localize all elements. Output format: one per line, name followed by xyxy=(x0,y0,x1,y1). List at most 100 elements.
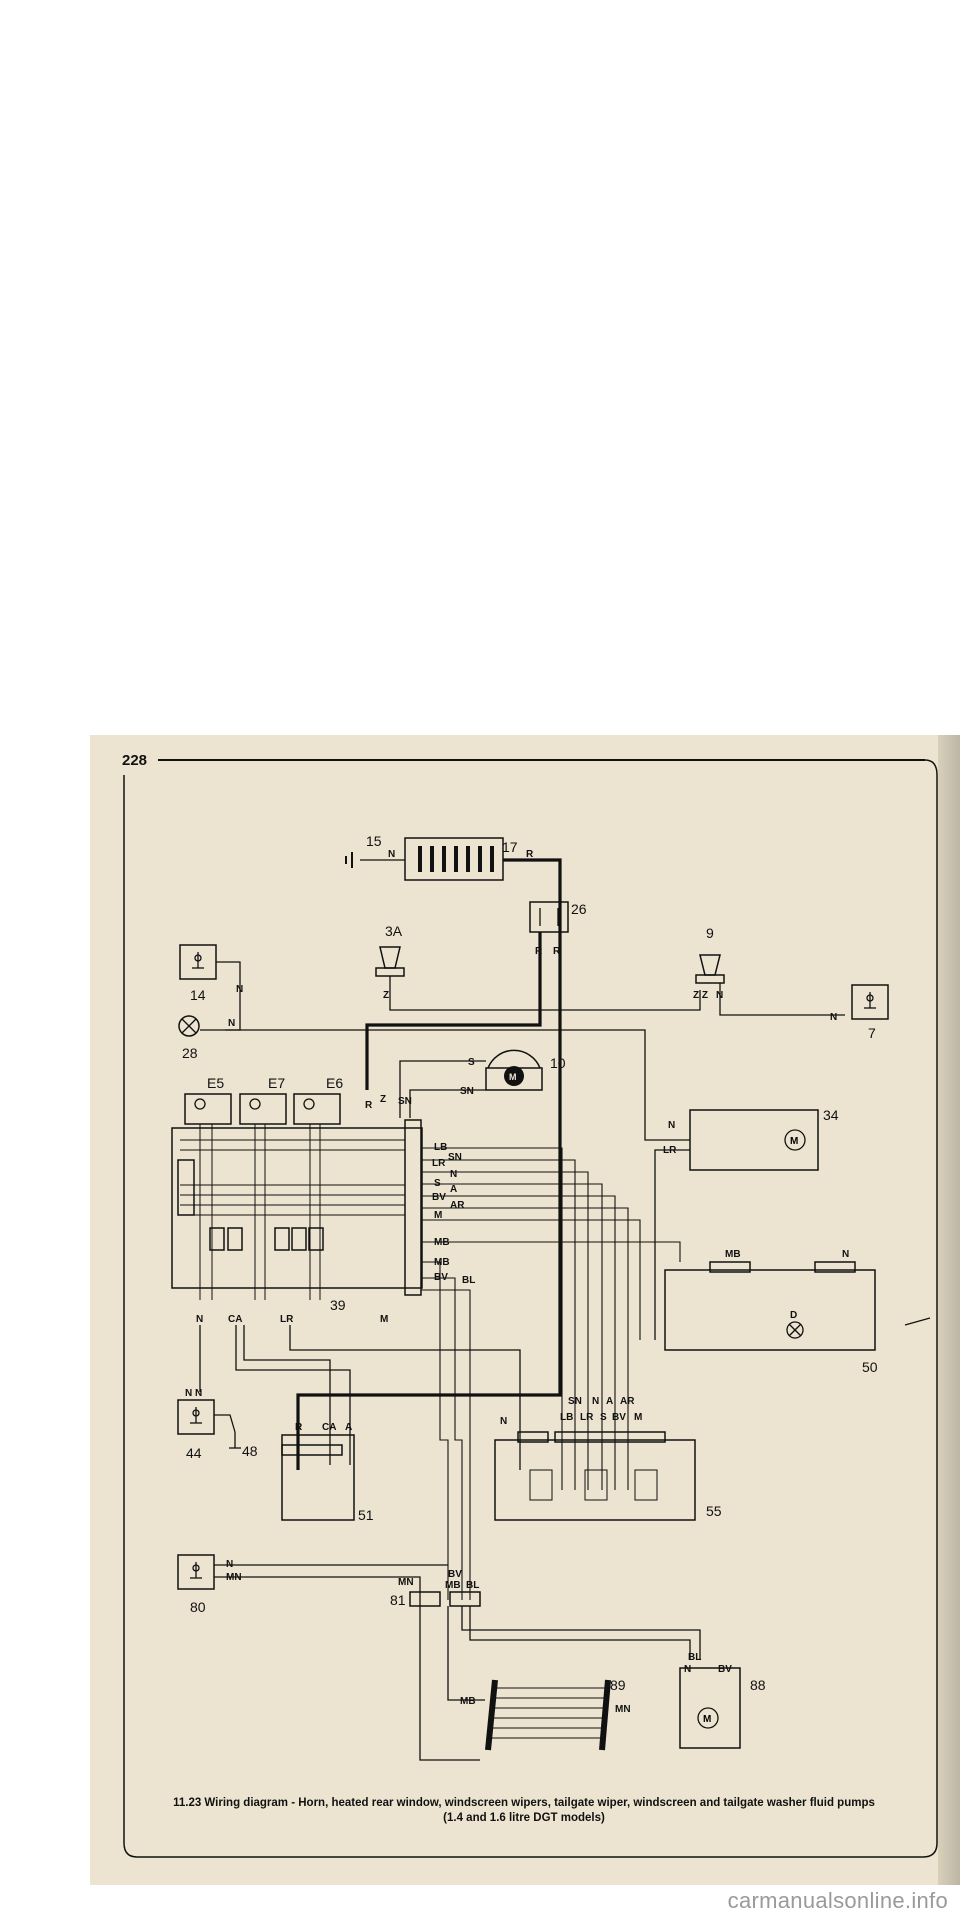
bundle-wire-labels: LB SN LR N S A BV AR M MB MB BV BL xyxy=(432,1142,475,1286)
wire-label-r-battery: R xyxy=(526,849,534,860)
wire-label-a-55: A xyxy=(606,1396,613,1407)
wire-label-bv: BV xyxy=(432,1192,446,1203)
earth-point-80: 80 N MN xyxy=(177,1554,242,1615)
connector-81: 81 BV MB BL MN xyxy=(390,1569,481,1608)
wire-label-n-7: N xyxy=(830,1012,837,1023)
wire-label-lr: LR xyxy=(432,1158,446,1169)
wire-label-n-28: N xyxy=(228,1018,235,1029)
wire-label-ar-55: AR xyxy=(620,1396,635,1407)
wire-label-mb-1: MB xyxy=(434,1237,450,1248)
ground-15: 15 N xyxy=(345,833,405,868)
label-14: 14 xyxy=(190,987,206,1003)
earth-point-14: 14 N xyxy=(179,944,243,1003)
svg-text:M: M xyxy=(790,1136,798,1147)
wire-label-m-55: M xyxy=(634,1412,642,1423)
watermark: carmanualsonline.info xyxy=(727,1888,948,1913)
wire-label-sn-39: SN xyxy=(398,1096,412,1107)
wire-label-n-50: N xyxy=(842,1249,849,1260)
wire-label-n-34: N xyxy=(668,1120,675,1131)
wire-label-ar: AR xyxy=(450,1200,465,1211)
label-17: 17 xyxy=(502,839,518,855)
wire-label-s-55: S xyxy=(600,1412,607,1423)
label-9: 9 xyxy=(706,925,714,941)
wire-label-d: D xyxy=(790,1310,797,1321)
label-E7: E7 xyxy=(268,1075,285,1091)
page-number: 228 xyxy=(122,752,148,769)
label-55: 55 xyxy=(706,1503,722,1519)
fusebox-39: 39 xyxy=(171,1119,423,1313)
label-10: 10 xyxy=(550,1055,566,1071)
fusebox-39-connector-labels: R Z SN xyxy=(365,1094,412,1111)
wire-label-s-bundle: S xyxy=(434,1178,441,1189)
label-51: 51 xyxy=(358,1507,374,1523)
wire-label-lr-39: LR xyxy=(280,1314,294,1325)
wire-label-n-39a: N xyxy=(196,1314,203,1325)
washer-pump-88: M 88 BL N BV xyxy=(679,1652,766,1749)
wire-label-bv-81: BV xyxy=(448,1569,462,1580)
label-88: 88 xyxy=(750,1677,766,1693)
wire-label-mb-2: MB xyxy=(434,1257,450,1268)
label-3A: 3A xyxy=(385,923,403,939)
wire-label-zz-9: Z Z xyxy=(693,990,708,1001)
wiper-switch-55: 55 N SN N A AR LB LR S BV M xyxy=(494,1396,722,1521)
label-15: 15 xyxy=(366,833,382,849)
svg-text:M: M xyxy=(703,1714,711,1725)
wire-label-s-10: S xyxy=(468,1057,475,1068)
wire-label-bl-81: BL xyxy=(466,1580,479,1591)
wire-label-mn-81: MN xyxy=(398,1577,414,1588)
relay-E6: E6 xyxy=(293,1075,343,1125)
earth-point-44: 44 N N xyxy=(177,1388,215,1461)
label-E6: E6 xyxy=(326,1075,343,1091)
wire-label-sn-55: SN xyxy=(568,1396,582,1407)
wire-label-mb-50: MB xyxy=(725,1249,741,1260)
label-7: 7 xyxy=(868,1025,876,1041)
label-28: 28 xyxy=(182,1045,198,1061)
battery-17: 17 xyxy=(404,837,518,881)
wire-label-bv-2: BV xyxy=(434,1272,448,1283)
page-edge-shadow xyxy=(938,735,960,1885)
wire-label-n2-55: N xyxy=(592,1396,599,1407)
wire-label-sn-bundle: SN xyxy=(448,1152,462,1163)
wire-label-n-55: N xyxy=(500,1416,507,1427)
wire-label-ca-39: CA xyxy=(228,1314,242,1325)
wire-label-r-26b: R xyxy=(553,946,561,957)
label-34: 34 xyxy=(823,1107,839,1123)
wire-label-ca-51: CA xyxy=(322,1422,336,1433)
wire-label-mn-89: MN xyxy=(615,1704,631,1715)
wire-label-lb: LB xyxy=(434,1142,447,1153)
svg-text:M: M xyxy=(509,1072,517,1082)
figure-caption-models: (1.4 and 1.6 litre DGT models) xyxy=(443,1812,605,1824)
wire-label-m-39: M xyxy=(380,1314,388,1325)
label-89: 89 xyxy=(610,1677,626,1693)
relay-E5: E5 xyxy=(184,1075,232,1125)
scanned-page xyxy=(90,735,960,1885)
label-80: 80 xyxy=(190,1599,206,1615)
wire-label-lb-55: LB xyxy=(560,1412,573,1423)
label-81: 81 xyxy=(390,1592,406,1608)
wire-label-m: M xyxy=(434,1210,442,1221)
figure-caption: 11.23 Wiring diagram - Horn, heated rear… xyxy=(173,1797,875,1809)
label-44: 44 xyxy=(186,1445,202,1461)
wire-label-lr-55: LR xyxy=(580,1412,594,1423)
label-E5: E5 xyxy=(207,1075,224,1091)
wire-label-bv-88: BV xyxy=(718,1664,732,1675)
wire-label-mb-81: MB xyxy=(445,1580,461,1591)
fusebox-39-bottom-labels: N CA LR M xyxy=(196,1314,388,1325)
wire-label-bl-88: BL xyxy=(688,1652,701,1663)
wire-label-a-bundle: A xyxy=(450,1184,457,1195)
wiper-relay-34: M 34 N LR xyxy=(663,1107,839,1171)
motor-10: M 10 S SN xyxy=(460,1049,566,1097)
wire-label-nn-44: N N xyxy=(185,1388,202,1399)
wire-label-r-51: R xyxy=(295,1422,303,1433)
wire-label-n-bundle: N xyxy=(450,1169,457,1180)
wire-label-bl: BL xyxy=(462,1275,475,1286)
heated-rear-window-89: 89 MB MN xyxy=(460,1677,631,1751)
rear-window-module-50: D MB N 50 xyxy=(664,1249,878,1375)
label-39: 39 xyxy=(330,1297,346,1313)
wire-label-r-39: R xyxy=(365,1100,373,1111)
wire-label-z-3A: Z xyxy=(383,990,389,1001)
horn-switch-28: 28 N xyxy=(178,1015,235,1061)
wire-label-a-51: A xyxy=(345,1422,352,1433)
label-26: 26 xyxy=(571,901,587,917)
